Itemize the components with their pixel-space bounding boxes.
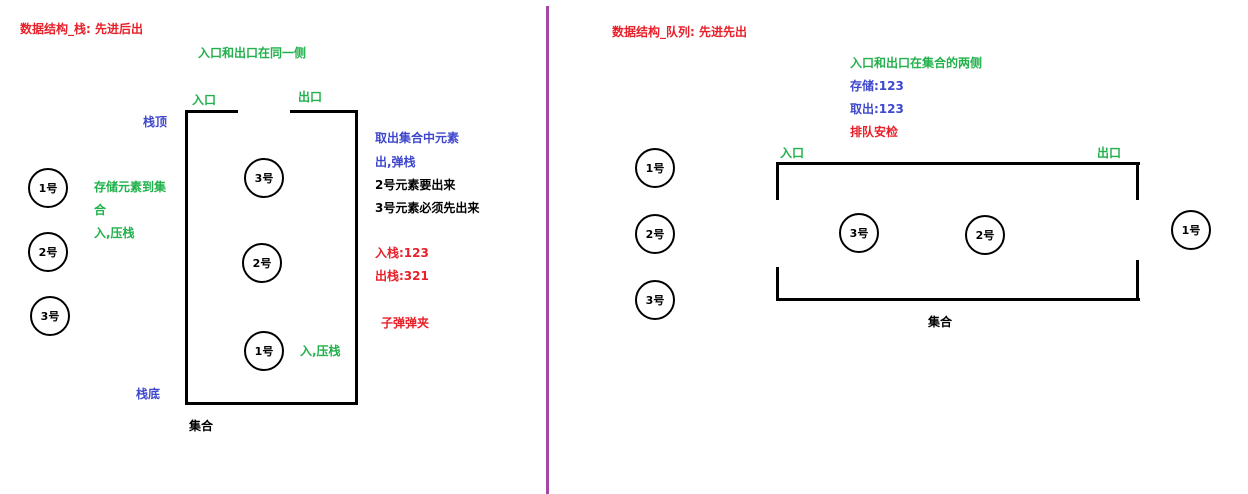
queue-inside-item-3: 3号	[839, 213, 879, 253]
stack-pop-note-line2: 出,弹栈	[375, 155, 416, 169]
stack-subtitle: 入口和出口在同一侧	[198, 46, 307, 60]
queue-inside-item-2: 2号	[965, 215, 1005, 255]
stack-analogy: 子弹弹夹	[381, 316, 430, 330]
queue-right-lower-edge	[1136, 260, 1139, 301]
queue-left-upper-edge	[776, 162, 779, 200]
queue-outside-item-3: 3号	[635, 280, 675, 320]
queue-analogy: 排队安检	[850, 125, 899, 139]
stack-inside-item-3: 3号	[244, 158, 284, 198]
stack-pop-note-line1: 取出集合中元素	[375, 131, 460, 145]
queue-left-lower-edge	[776, 267, 779, 301]
stack-explain-line1: 2号元素要出来	[375, 178, 456, 192]
stack-entry-label: 入口	[192, 93, 217, 107]
queue-bottom-wall	[776, 298, 1140, 301]
queue-right-upper-edge	[1136, 162, 1139, 200]
stack-store-note-line1: 存储元素到集	[94, 180, 167, 194]
stack-explain-line2: 3号元素必须先出来	[375, 201, 480, 215]
queue-outside-item-2: 2号	[635, 214, 675, 254]
queue-exit-label: 出口	[1097, 146, 1122, 160]
panel-divider	[546, 6, 549, 494]
queue-entry-label: 入口	[780, 146, 805, 160]
stack-inside-item-1: 1号	[244, 331, 284, 371]
stack-set-label: 集合	[189, 419, 214, 433]
stack-left-wall	[185, 110, 188, 405]
stack-top-label: 栈顶	[143, 115, 168, 129]
stack-top-right-edge	[290, 110, 358, 113]
stack-outside-item-2: 2号	[28, 232, 68, 272]
stack-bottom-wall	[185, 402, 358, 405]
queue-title: 数据结构_队列: 先进先出	[612, 25, 747, 39]
stack-bottom-label: 栈底	[136, 387, 161, 401]
stack-top-left-edge	[185, 110, 238, 113]
stack-right-wall	[355, 110, 358, 405]
stack-title: 数据结构_栈: 先进后出	[20, 22, 143, 36]
stack-store-note-line3: 入,压栈	[94, 226, 135, 240]
stack-exit-label: 出口	[298, 90, 323, 104]
queue-out-item-1: 1号	[1171, 210, 1211, 250]
stack-push-order: 入栈:123	[375, 246, 429, 260]
queue-store: 存储:123	[850, 79, 904, 93]
queue-top-wall	[776, 162, 1140, 165]
queue-subtitle: 入口和出口在集合的两侧	[850, 56, 983, 70]
stack-inside-item-2: 2号	[242, 243, 282, 283]
stack-push-label: 入,压栈	[300, 344, 341, 358]
stack-store-note-line2: 合	[94, 203, 107, 217]
queue-outside-item-1: 1号	[635, 148, 675, 188]
stack-outside-item-1: 1号	[28, 168, 68, 208]
stack-outside-item-3: 3号	[30, 296, 70, 336]
queue-set-label: 集合	[928, 315, 953, 329]
stack-pop-order: 出栈:321	[375, 269, 429, 283]
queue-take: 取出:123	[850, 102, 904, 116]
